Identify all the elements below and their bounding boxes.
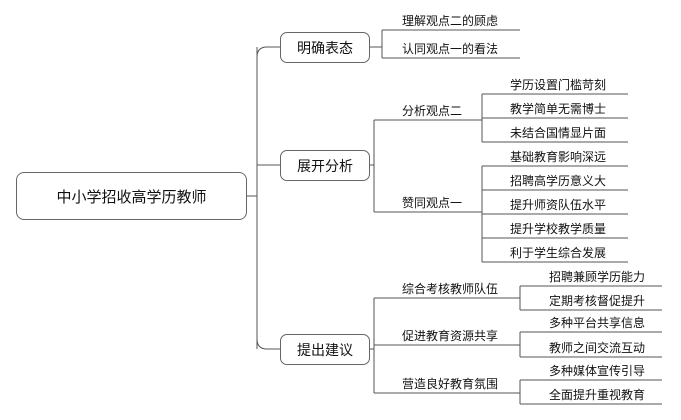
leaf-node: 认同观点一的看法	[402, 42, 499, 56]
leaf-node: 提升学校教学质量	[510, 222, 607, 236]
leaf-node: 学历设置门槛苛刻	[510, 78, 607, 92]
group-label: 营造良好教育氛围	[402, 377, 499, 391]
branch-suggestions: 提出建议	[280, 334, 370, 365]
group-label: 综合考核教师队伍	[402, 282, 499, 296]
leaf-node: 招聘兼顾学历能力	[549, 270, 646, 284]
root-node: 中小学招收高学历教师	[16, 172, 247, 220]
leaf-node: 多种媒体宣传引导	[549, 364, 646, 378]
leaf-node: 全面提升重视教育	[549, 388, 646, 402]
group-label: 分析观点二	[402, 104, 463, 118]
group-label: 赞同观点一	[402, 196, 463, 210]
leaf-node: 未结合国情显片面	[510, 126, 607, 140]
leaf-node: 多种平台共享信息	[549, 316, 646, 330]
leaf-node: 基础教育影响深远	[510, 150, 607, 164]
branch-clear-stance: 明确表态	[280, 32, 370, 63]
leaf-node: 教师之间交流互动	[549, 341, 646, 355]
branch-analysis: 展开分析	[280, 150, 370, 181]
leaf-node: 利于学生综合发展	[510, 246, 607, 260]
leaf-node: 提升师资队伍水平	[510, 198, 607, 212]
leaf-node: 教学简单无需博士	[510, 102, 607, 116]
group-label: 促进教育资源共享	[402, 329, 499, 343]
leaf-node: 理解观点二的顾虑	[402, 14, 499, 28]
leaf-node: 招聘高学历意义大	[510, 174, 607, 188]
leaf-node: 定期考核督促提升	[549, 294, 646, 308]
